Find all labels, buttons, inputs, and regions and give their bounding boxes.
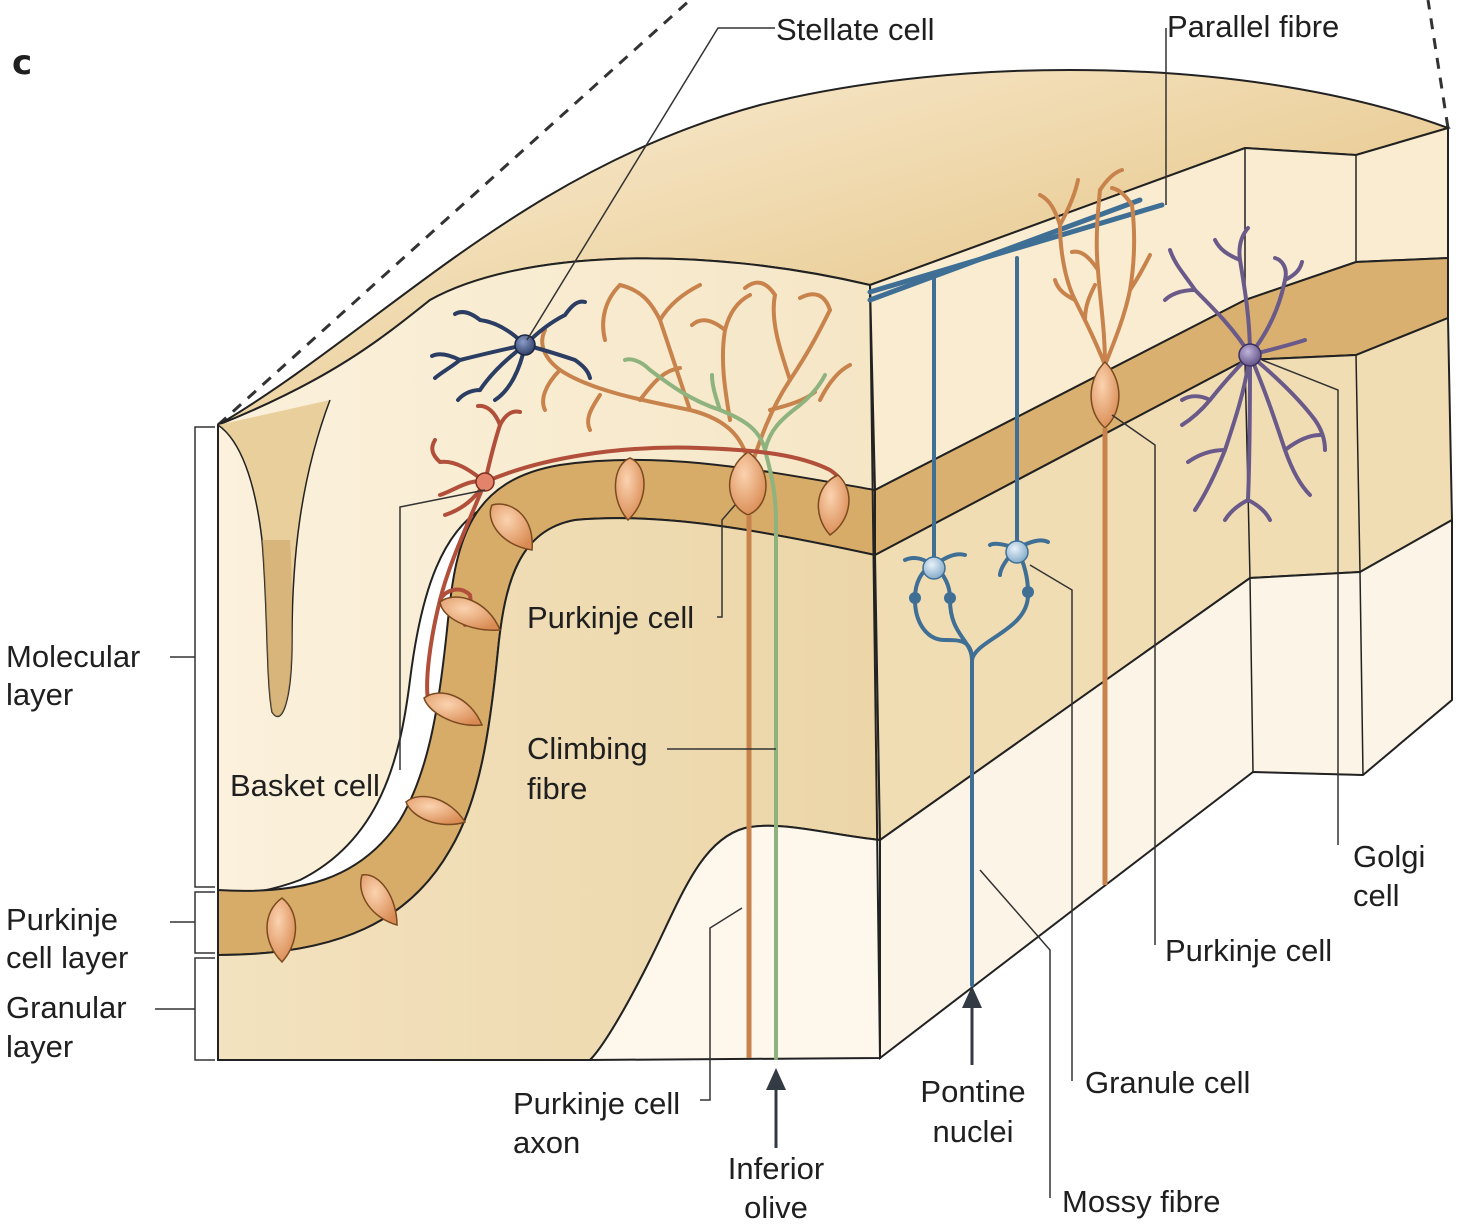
label-purkinje-axon-line2: axon (513, 1125, 580, 1160)
label-basket-cell: Basket cell (230, 768, 380, 803)
label-purkinje-axon-line1: Purkinje cell (513, 1086, 680, 1121)
granule-soma-2 (1005, 540, 1029, 564)
purkinje-cell-front (540, 280, 852, 472)
label-mossy-fibre: Mossy fibre (1062, 1184, 1220, 1219)
label-molecular-layer-line2: layer (6, 677, 73, 712)
purkinje-soma-right (1090, 360, 1120, 430)
golgi-cell (1163, 226, 1327, 522)
stellate-soma (514, 334, 536, 356)
golgi-soma (1238, 343, 1262, 367)
label-purkinje-cell-right: Purkinje cell (1165, 933, 1332, 968)
purkinje-somata-band (266, 457, 850, 964)
granule-soma-1 (922, 556, 946, 580)
label-golgi-cell-line2: cell (1353, 878, 1400, 913)
leader-lines (399, 27, 1339, 1198)
label-climbing-fibre-line1: Climbing (527, 731, 648, 766)
purkinje-cell-right (1038, 168, 1152, 367)
label-granular-layer-line1: Granular (6, 990, 127, 1025)
label-parallel-fibre: Parallel fibre (1167, 9, 1339, 44)
layer-brackets (155, 426, 215, 1061)
mossy-rosettes (909, 586, 1034, 604)
label-granular-layer-line2: layer (6, 1029, 73, 1064)
label-granule-cell: Granule cell (1085, 1065, 1250, 1100)
tissue-block (216, 0, 1454, 1062)
side-white-matter (879, 518, 1453, 1061)
label-molecular-layer-line1: Molecular (6, 639, 140, 674)
input-arrows (766, 986, 982, 1148)
zoom-line-right (1426, 0, 1450, 129)
label-inferior-olive-line1: Inferior (728, 1151, 824, 1186)
panel-letter: c (12, 43, 32, 83)
mossy-fibre (913, 593, 1030, 987)
label-pontine-nuclei-line1: Pontine (920, 1074, 1025, 1109)
label-purkinje-layer-line1: Purkinje (6, 902, 118, 937)
label-stellate-cell: Stellate cell (776, 12, 935, 47)
label-climbing-fibre-line2: fibre (527, 771, 587, 806)
parallel-fibres (867, 197, 1165, 303)
climbing-fibre (623, 357, 827, 1060)
label-inferior-olive-line2: olive (744, 1190, 808, 1225)
basket-soma (475, 472, 495, 492)
zoom-line-left (216, 0, 692, 427)
pontine-nuclei-arrow (962, 986, 982, 1008)
label-purkinje-layer-line2: cell layer (6, 940, 128, 975)
label-pontine-nuclei-line2: nuclei (933, 1114, 1014, 1149)
white-matter-front (587, 824, 881, 1062)
label-purkinje-cell-left: Purkinje cell (527, 600, 694, 635)
inferior-olive-arrow (766, 1068, 786, 1090)
label-golgi-cell-line1: Golgi (1353, 839, 1425, 874)
